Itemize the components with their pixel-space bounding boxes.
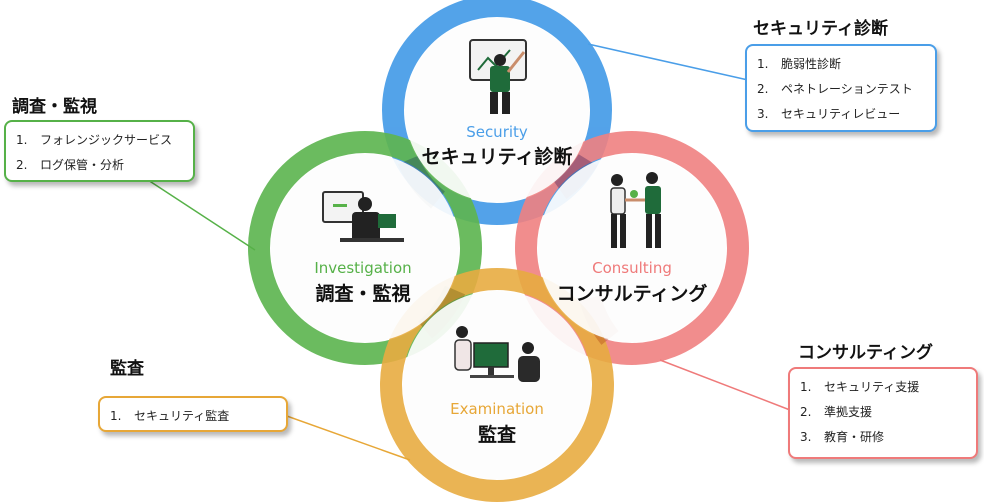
consulting-ring (515, 131, 749, 365)
security-label-en: Security (466, 123, 528, 141)
consulting-label-en: Consulting (592, 259, 672, 277)
list-item: 1.フォレンジックサービス (16, 133, 173, 147)
examination-callout-heading: 監査 (110, 359, 144, 379)
consulting-connector (659, 359, 791, 411)
laptop-user-icon (322, 191, 404, 242)
security-callout: 1.脆弱性診断 2.ペネトレーションテスト 3.セキュリティレビュー (745, 44, 937, 132)
handshake-icon (610, 172, 661, 248)
consulting-callout: 1.セキュリティ支援 2.準拠支援 3.教育・研修 (788, 367, 978, 459)
list-item: 2.ログ保管・分析 (16, 158, 125, 172)
examination-connector (269, 409, 411, 461)
list-item: 1.セキュリティ支援 (800, 380, 920, 394)
list-item: 1.脆弱性診断 (757, 57, 842, 71)
security-callout-heading: セキュリティ診断 (753, 19, 888, 39)
investigation-connector (147, 179, 256, 251)
list-item: 2.準拠支援 (800, 405, 873, 419)
list-item: 3.セキュリティレビュー (757, 107, 901, 121)
examination-label-en: Examination (450, 400, 544, 418)
security-label-jp: セキュリティ診断 (422, 145, 573, 168)
list-item: 2.ペネトレーションテスト (757, 82, 913, 96)
list-item: 1.セキュリティ監査 (110, 409, 230, 423)
investigation-callout-heading: 調査・監視 (12, 97, 97, 117)
investigation-label-en: Investigation (314, 259, 411, 277)
examination-label-jp: 監査 (478, 423, 517, 446)
investigation-label-jp: 調査・監視 (315, 282, 410, 305)
security-ring (382, 0, 612, 225)
presenter-icon (469, 39, 527, 114)
security-connector (587, 43, 749, 81)
examination-callout: 1.セキュリティ監査 (98, 396, 288, 432)
investigation-ring (248, 131, 482, 365)
examination-ring (380, 268, 614, 502)
list-item: 3.教育・研修 (800, 430, 885, 444)
consulting-callout-heading: コンサルティング (798, 343, 933, 363)
consulting-label-jp: コンサルティング (557, 282, 708, 305)
meeting-icon (454, 326, 540, 382)
investigation-callout: 1.フォレンジックサービス 2.ログ保管・分析 (4, 120, 195, 182)
